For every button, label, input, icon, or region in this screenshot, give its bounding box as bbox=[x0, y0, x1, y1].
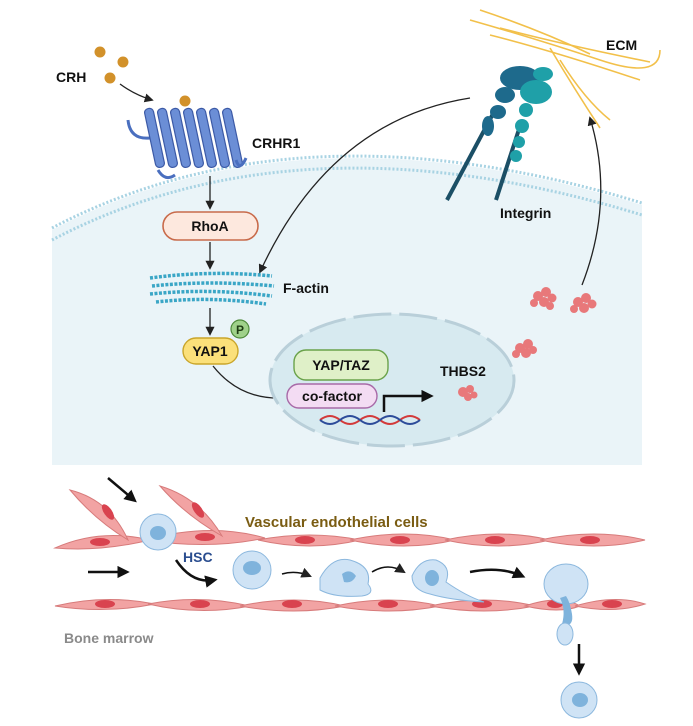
hsc-label: HSC bbox=[183, 549, 213, 565]
hsc-cell-4 bbox=[411, 559, 485, 603]
bone-marrow-label: Bone marrow bbox=[64, 630, 154, 646]
cell-membrane-inner bbox=[51, 166, 643, 242]
phospho-label: P bbox=[236, 323, 244, 337]
dna-strand bbox=[319, 415, 421, 425]
integrin bbox=[445, 66, 553, 201]
thbs2-label: THBS2 bbox=[440, 363, 486, 379]
endothelial-row-bottom bbox=[54, 598, 647, 612]
integrin-to-factin-arrow bbox=[258, 97, 471, 274]
crh-ligand-dots bbox=[94, 46, 191, 107]
integrin-label: Integrin bbox=[500, 205, 551, 221]
phospho-badge bbox=[230, 319, 250, 339]
yaptaz-box bbox=[293, 349, 389, 381]
rhoa-label: RhoA bbox=[191, 218, 228, 234]
thbs2-secreted-1 bbox=[512, 339, 537, 358]
thbs2-secreted-2 bbox=[530, 287, 557, 310]
vascular-label: Vascular endothelial cells bbox=[245, 514, 428, 531]
hsc-cell-5-transmigrating bbox=[543, 563, 589, 646]
cofactor-box bbox=[286, 383, 378, 409]
yaptaz-label: YAP/TAZ bbox=[312, 357, 370, 373]
nucleus bbox=[268, 312, 516, 448]
hsc-cell-6-released bbox=[560, 681, 598, 719]
rhoa-box bbox=[162, 211, 259, 241]
cofactor-label: co-factor bbox=[302, 388, 362, 404]
thbs2-to-ecm-arrow bbox=[581, 116, 602, 286]
crhr1-label: CRHR1 bbox=[252, 135, 300, 151]
endothelial-row-top bbox=[53, 485, 646, 550]
factin-label: F-actin bbox=[283, 280, 329, 296]
crhr1-receptor bbox=[126, 107, 248, 180]
yap1-label: YAP1 bbox=[192, 343, 228, 359]
ecm-fibers bbox=[469, 9, 661, 129]
hsc-cell-3 bbox=[319, 558, 372, 597]
thbs2-secreted-3 bbox=[570, 293, 597, 313]
factin-filaments bbox=[149, 271, 275, 306]
yap1-box bbox=[182, 337, 239, 365]
crh-arrow bbox=[119, 83, 154, 103]
hsc-cell-1 bbox=[139, 513, 177, 551]
crh-label: CRH bbox=[56, 69, 86, 85]
thbs2-protein bbox=[458, 385, 478, 401]
transcription-arrow bbox=[382, 389, 434, 412]
migration-arrows bbox=[88, 477, 586, 676]
hsc-cell-2 bbox=[232, 550, 272, 590]
ecm-label: ECM bbox=[606, 37, 637, 53]
cell-membrane-outer bbox=[51, 154, 643, 230]
